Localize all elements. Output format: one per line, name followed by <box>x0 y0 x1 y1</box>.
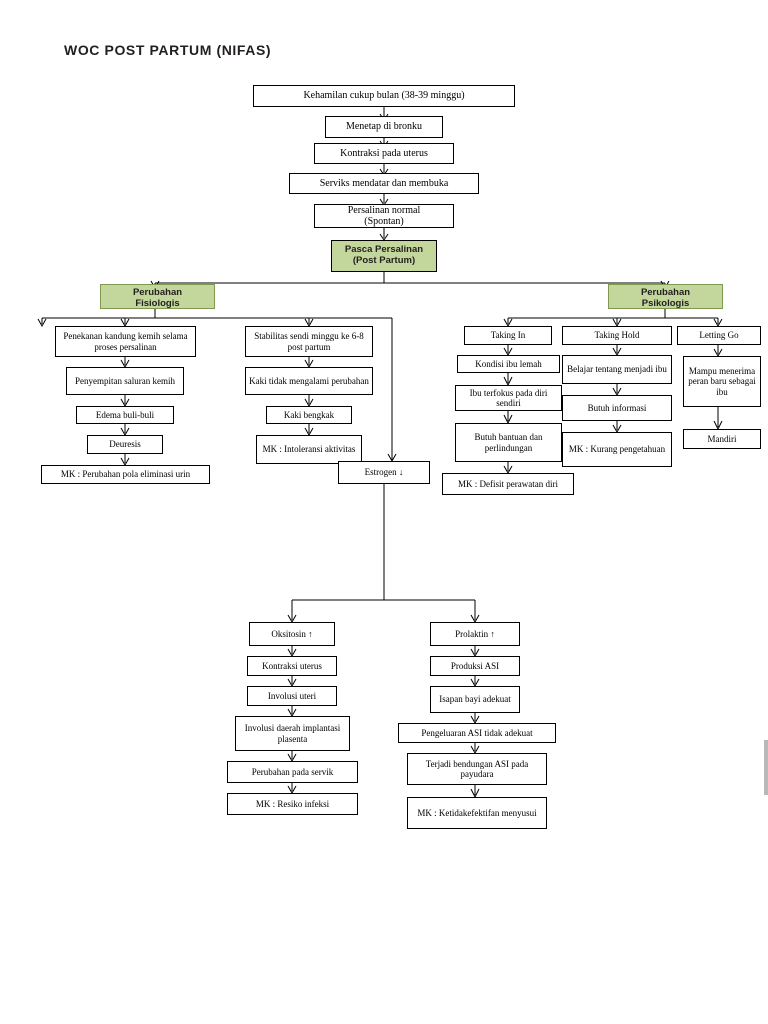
node-terjadi-bendungan-asi[interactable]: Terjadi bendungan ASI pada payudara <box>407 753 547 785</box>
node-mk-perubahan-pola-eliminasi-urin[interactable]: MK : Perubahan pola eliminasi urin <box>41 465 210 484</box>
node-mk-defisit-perawatan-diri[interactable]: MK : Defisit perawatan diri <box>442 473 574 495</box>
node-deuresis[interactable]: Deuresis <box>87 435 163 454</box>
node-edema-buli-buli[interactable]: Edema buli-buli <box>76 406 174 424</box>
node-mk-kurang-pengetahuan[interactable]: MK : Kurang pengetahuan <box>562 432 672 467</box>
node-kaki-bengkak[interactable]: Kaki bengkak <box>266 406 352 424</box>
node-penyempitan-saluran-kemih[interactable]: Penyempitan saluran kemih <box>66 367 184 395</box>
header-perubahan-psikologis[interactable]: Perubahan Psikologis <box>608 284 723 309</box>
scrollbar-thumb[interactable] <box>764 740 768 795</box>
node-mk-ketidakefektifan-menyusui[interactable]: MK : Ketidakefektifan menyusui <box>407 797 547 829</box>
node-mk-intoleransi-aktivitas[interactable]: MK : Intoleransi aktivitas <box>256 435 362 464</box>
node-mk-resiko-infeksi[interactable]: MK : Resiko infeksi <box>227 793 358 815</box>
node-belajar-menjadi-ibu[interactable]: Belajar tentang menjadi ibu <box>562 355 672 384</box>
node-produksi-asi[interactable]: Produksi ASI <box>430 656 520 676</box>
node-pengeluaran-asi-tidak-adekuat[interactable]: Pengeluaran ASI tidak adekuat <box>398 723 556 743</box>
node-kondisi-ibu-lemah[interactable]: Kondisi ibu lemah <box>457 355 560 373</box>
node-estrogen[interactable]: Estrogen ↓ <box>338 461 430 484</box>
node-oksitosin[interactable]: Oksitosin ↑ <box>249 622 335 646</box>
node-kehamilan-cukup-bulan[interactable]: Kehamilan cukup bulan (38-39 minggu) <box>253 85 515 107</box>
node-serviks-mendatar[interactable]: Serviks mendatar dan membuka <box>289 173 479 194</box>
node-taking-hold[interactable]: Taking Hold <box>562 326 672 345</box>
node-taking-in[interactable]: Taking In <box>464 326 552 345</box>
node-penekanan-kandung-kemih[interactable]: Penekanan kandung kemih selama proses pe… <box>55 326 196 357</box>
header-perubahan-fisiologis[interactable]: Perubahan Fisiologis <box>100 284 215 309</box>
page-title: WOC POST PARTUM (NIFAS) <box>64 42 272 58</box>
node-butuh-bantuan[interactable]: Butuh bantuan dan perlindungan <box>455 423 562 462</box>
node-stabilitas-sendi[interactable]: Stabilitas sendi minggu ke 6-8 post part… <box>245 326 373 357</box>
node-persalinan-normal[interactable]: Persalinan normal (Spontan) <box>314 204 454 228</box>
node-kaki-tidak-mengalami-perubahan[interactable]: Kaki tidak mengalami perubahan <box>245 367 373 395</box>
node-kontraksi-pada-uterus[interactable]: Kontraksi pada uterus <box>314 143 454 164</box>
node-mampu-menerima-peran[interactable]: Mampu menerima peran baru sebagai ibu <box>683 356 761 407</box>
node-involusi-daerah-implantasi[interactable]: Involusi daerah implantasi plasenta <box>235 716 350 751</box>
node-perubahan-pada-servik[interactable]: Perubahan pada servik <box>227 761 358 783</box>
node-isapan-bayi-adekuat[interactable]: Isapan bayi adekuat <box>430 686 520 713</box>
node-ibu-terfokus[interactable]: Ibu terfokus pada diri sendiri <box>455 385 562 411</box>
node-letting-go[interactable]: Letting Go <box>677 326 761 345</box>
node-kontraksi-uterus[interactable]: Kontraksi uterus <box>247 656 337 676</box>
node-prolaktin[interactable]: Prolaktin ↑ <box>430 622 520 646</box>
node-menetap-di-bronku[interactable]: Menetap di bronku <box>325 116 443 138</box>
node-involusi-uteri[interactable]: Involusi uteri <box>247 686 337 706</box>
node-mandiri[interactable]: Mandiri <box>683 429 761 449</box>
node-pasca-persalinan[interactable]: Pasca Persalinan (Post Partum) <box>331 240 437 272</box>
node-butuh-informasi[interactable]: Butuh informasi <box>562 395 672 421</box>
